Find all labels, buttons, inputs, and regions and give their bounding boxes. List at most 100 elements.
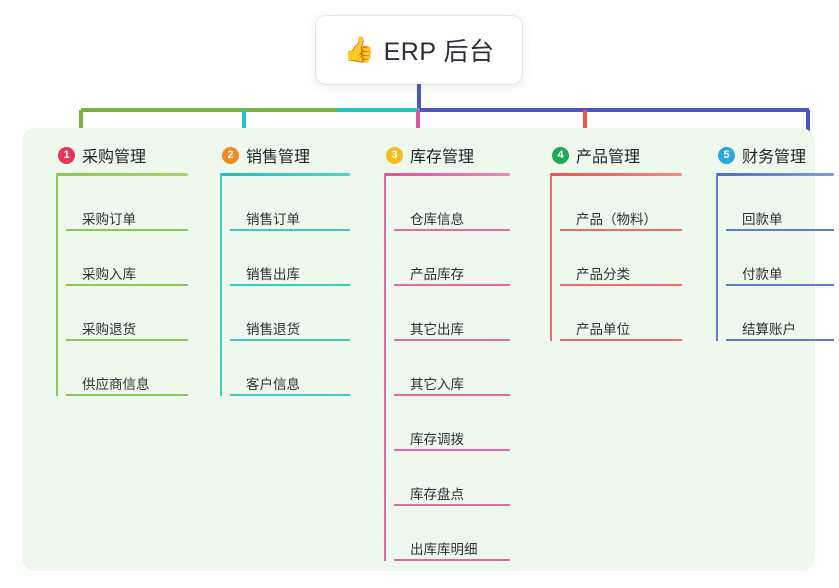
branch-rule-3 (384, 173, 510, 176)
branch-item[interactable]: 库存盘点 (394, 451, 510, 506)
connector-bus-right (419, 108, 809, 112)
branch-items-4: 产品（物料） 产品分类产品单位 (550, 176, 682, 341)
branch-column-2: 2 销售管理 销售订单销售出库销售退货客户信息 (220, 142, 350, 396)
branch-item-label: 采购入库 (82, 267, 136, 282)
root-node[interactable]: 👍 ERP 后台 (316, 16, 522, 84)
branch-item-rule (560, 284, 682, 286)
branch-item-rule (394, 229, 510, 231)
connector-drop-2 (242, 110, 246, 134)
branch-item[interactable]: 其它出库 (394, 286, 510, 341)
branch-item-rule (66, 339, 188, 341)
connector-drop-3 (416, 110, 420, 134)
connector-bus-left (81, 108, 337, 112)
branch-item-label: 销售退货 (246, 322, 300, 337)
branch-item-rule (230, 394, 350, 396)
branch-item-label: 出库库明细 (410, 542, 478, 557)
branch-item-label: 回款单 (742, 212, 783, 227)
page-title: ERP 后台 (383, 38, 495, 66)
branch-header-1[interactable]: 1 采购管理 (56, 142, 188, 168)
branch-item-label: 供应商信息 (82, 377, 150, 392)
branch-item-rule (560, 339, 682, 341)
branch-item-rule (394, 559, 510, 561)
branch-spine-5 (716, 176, 718, 341)
branch-items-5: 回款单付款单结算账户 (716, 176, 834, 341)
branch-spine-1 (56, 176, 58, 396)
branch-item-label: 采购退货 (82, 322, 136, 337)
branch-item-rule (394, 394, 510, 396)
branch-badge-3: 3 (386, 146, 403, 164)
branch-item[interactable]: 销售出库 (230, 231, 350, 286)
branch-badge-4: 4 (552, 146, 569, 164)
branch-column-4: 4 产品管理 产品（物料） 产品分类产品单位 (550, 142, 682, 341)
branch-item-rule (230, 284, 350, 286)
branch-column-1: 1 采购管理 采购订单采购入库采购退货供应商信息 (56, 142, 188, 396)
connector-bus-mid (337, 108, 469, 112)
branch-item[interactable]: 销售订单 (230, 176, 350, 231)
branch-spine-2 (220, 176, 222, 396)
branch-title-1: 采购管理 (82, 149, 147, 166)
branch-items-3: 仓库信息产品库存其它出库其它入库库存调拨库存盘点出库库明细 (384, 176, 510, 561)
branch-item-rule (230, 229, 350, 231)
branch-title-2: 销售管理 (246, 149, 311, 166)
branch-item-label: 其它入库 (410, 377, 464, 392)
branch-spine-4 (550, 176, 552, 341)
branch-item[interactable]: 出库库明细 (394, 506, 510, 561)
branch-badge-2: 2 (222, 146, 239, 164)
branch-item[interactable]: 供应商信息 (66, 341, 188, 396)
branch-item-label: 仓库信息 (410, 212, 464, 227)
branch-item-label: 销售订单 (246, 212, 300, 227)
branch-item[interactable]: 其它入库 (394, 341, 510, 396)
branch-item-rule (66, 229, 188, 231)
branch-item[interactable]: 库存调拨 (394, 396, 510, 451)
branch-item-label: 销售出库 (246, 267, 300, 282)
connector-drop-4 (583, 110, 587, 134)
branch-title-3: 库存管理 (410, 149, 475, 166)
branch-item-rule (726, 284, 834, 286)
branch-item-rule (560, 229, 682, 231)
branch-item-label: 库存盘点 (410, 487, 464, 502)
branch-item[interactable]: 产品（物料） (560, 176, 682, 231)
branch-item-label: 付款单 (742, 267, 783, 282)
branch-rule-2 (220, 173, 350, 176)
connector-stem (417, 84, 421, 110)
branch-item[interactable]: 产品库存 (394, 231, 510, 286)
branch-item[interactable]: 销售退货 (230, 286, 350, 341)
branch-item[interactable]: 采购入库 (66, 231, 188, 286)
branch-item-rule (726, 339, 834, 341)
branch-item[interactable]: 结算账户 (726, 286, 834, 341)
connector-drop-5 (806, 110, 810, 134)
branch-item[interactable]: 产品单位 (560, 286, 682, 341)
branch-item[interactable]: 客户信息 (230, 341, 350, 396)
branch-items-1: 采购订单采购入库采购退货供应商信息 (56, 176, 188, 396)
branch-rule-1 (56, 173, 188, 176)
branch-item-label: 其它出库 (410, 322, 464, 337)
branch-item-rule (726, 229, 834, 231)
branch-item[interactable]: 回款单 (726, 176, 834, 231)
branch-title-4: 产品管理 (576, 149, 641, 166)
branch-rule-5 (716, 173, 834, 176)
branch-item-rule (394, 504, 510, 506)
branch-item-label: 产品分类 (576, 267, 630, 282)
connector-drop-1 (79, 110, 83, 134)
branch-item[interactable]: 仓库信息 (394, 176, 510, 231)
branch-column-3: 3 库存管理 仓库信息产品库存其它出库其它入库库存调拨库存盘点出库库明细 (384, 142, 510, 561)
branch-item-label: 产品单位 (576, 322, 630, 337)
branch-item-rule (394, 339, 510, 341)
thumbs-up-icon: 👍 (343, 35, 375, 64)
branches-panel: 1 采购管理 采购订单采购入库采购退货供应商信息 2 销售管理 销售订单销售出库… (22, 128, 834, 571)
branch-item[interactable]: 产品分类 (560, 231, 682, 286)
branch-item-rule (66, 284, 188, 286)
branch-header-3[interactable]: 3 库存管理 (384, 142, 510, 168)
branch-header-4[interactable]: 4 产品管理 (550, 142, 682, 168)
branch-item[interactable]: 付款单 (726, 231, 834, 286)
branch-item[interactable]: 采购订单 (66, 176, 188, 231)
branch-item-rule (394, 449, 510, 451)
branch-header-2[interactable]: 2 销售管理 (220, 142, 350, 168)
branch-title-5: 财务管理 (742, 149, 807, 166)
branch-item-label: 库存调拨 (410, 432, 464, 447)
branch-item[interactable]: 采购退货 (66, 286, 188, 341)
branch-items-2: 销售订单销售出库销售退货客户信息 (220, 176, 350, 396)
branch-badge-1: 1 (58, 146, 75, 164)
branch-header-5[interactable]: 5 财务管理 (716, 142, 834, 168)
